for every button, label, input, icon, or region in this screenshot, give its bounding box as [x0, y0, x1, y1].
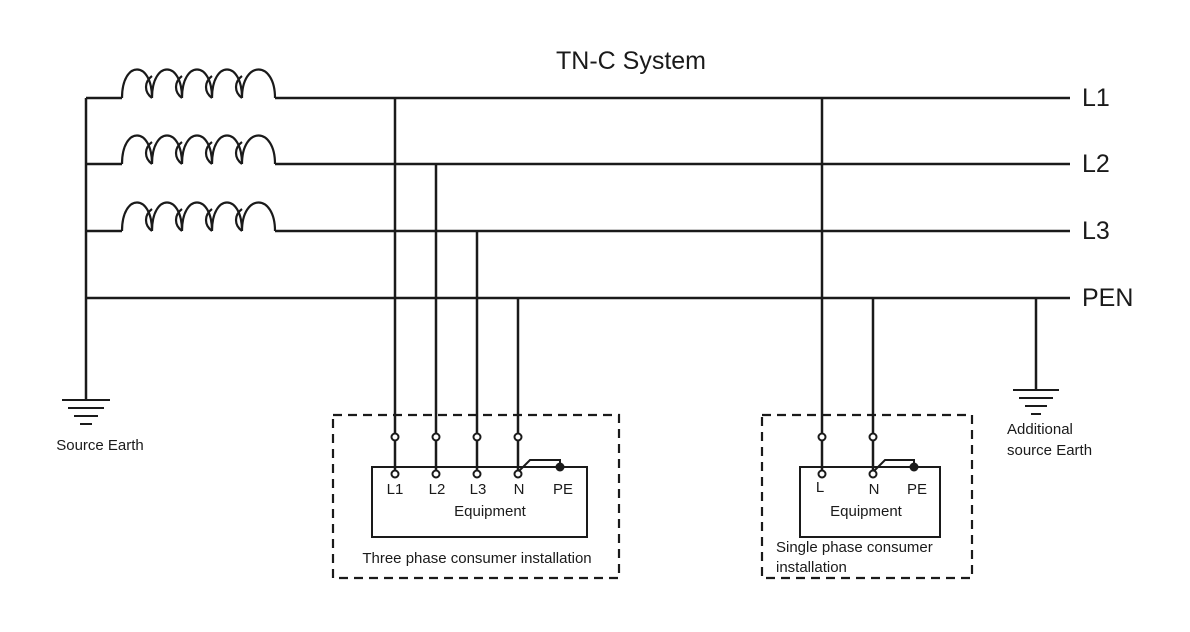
label-l1: L1 [1082, 84, 1110, 112]
three-phase-terminal-l1: L1 [387, 481, 404, 498]
single-phase-caption-line1: Single phase consumer [776, 539, 933, 556]
three-phase-terminal-pe: PE [553, 481, 573, 498]
three-phase-terminal-l3: L3 [470, 481, 487, 498]
single-phase-upper-terminals [817, 432, 878, 442]
single-phase-pe-terminal [909, 462, 919, 472]
additional-earth-label-line1: Additional [1007, 421, 1073, 438]
additional-earth-symbol [1013, 389, 1059, 415]
transformer-winding-l3 [86, 201, 277, 233]
three-phase-pe-terminal [555, 462, 565, 472]
label-l2: L2 [1082, 150, 1110, 178]
source-earth-symbol [62, 399, 110, 425]
additional-earth-label-line2: source Earth [1007, 442, 1092, 459]
three-phase-terminal-n: N [514, 481, 525, 498]
single-phase-terminal-n: N [869, 481, 880, 498]
three-phase-installation-caption: Three phase consumer installation [362, 550, 591, 567]
diagram-title: TN-C System [556, 47, 706, 75]
single-phase-terminal-l: L [816, 479, 824, 496]
single-phase-equipment-box [799, 466, 941, 538]
label-l3: L3 [1082, 217, 1110, 245]
single-phase-lower-terminals [817, 469, 878, 479]
single-phase-caption-line2: installation [776, 559, 847, 576]
label-pen: PEN [1082, 284, 1133, 312]
three-phase-terminal-l2: L2 [429, 481, 446, 498]
three-phase-equipment-box [371, 466, 588, 538]
source-earth-label: Source Earth [56, 437, 144, 454]
three-phase-equipment-label: Equipment [454, 503, 527, 520]
transformer-winding-l2 [86, 134, 277, 166]
transformer-winding-l1 [86, 68, 277, 100]
single-phase-terminal-pe: PE [907, 481, 927, 498]
three-phase-upper-terminals [390, 432, 523, 442]
single-phase-equipment-label: Equipment [830, 503, 903, 520]
single-phase-installation-boundary [760, 413, 974, 580]
three-phase-lower-terminals [390, 469, 523, 479]
